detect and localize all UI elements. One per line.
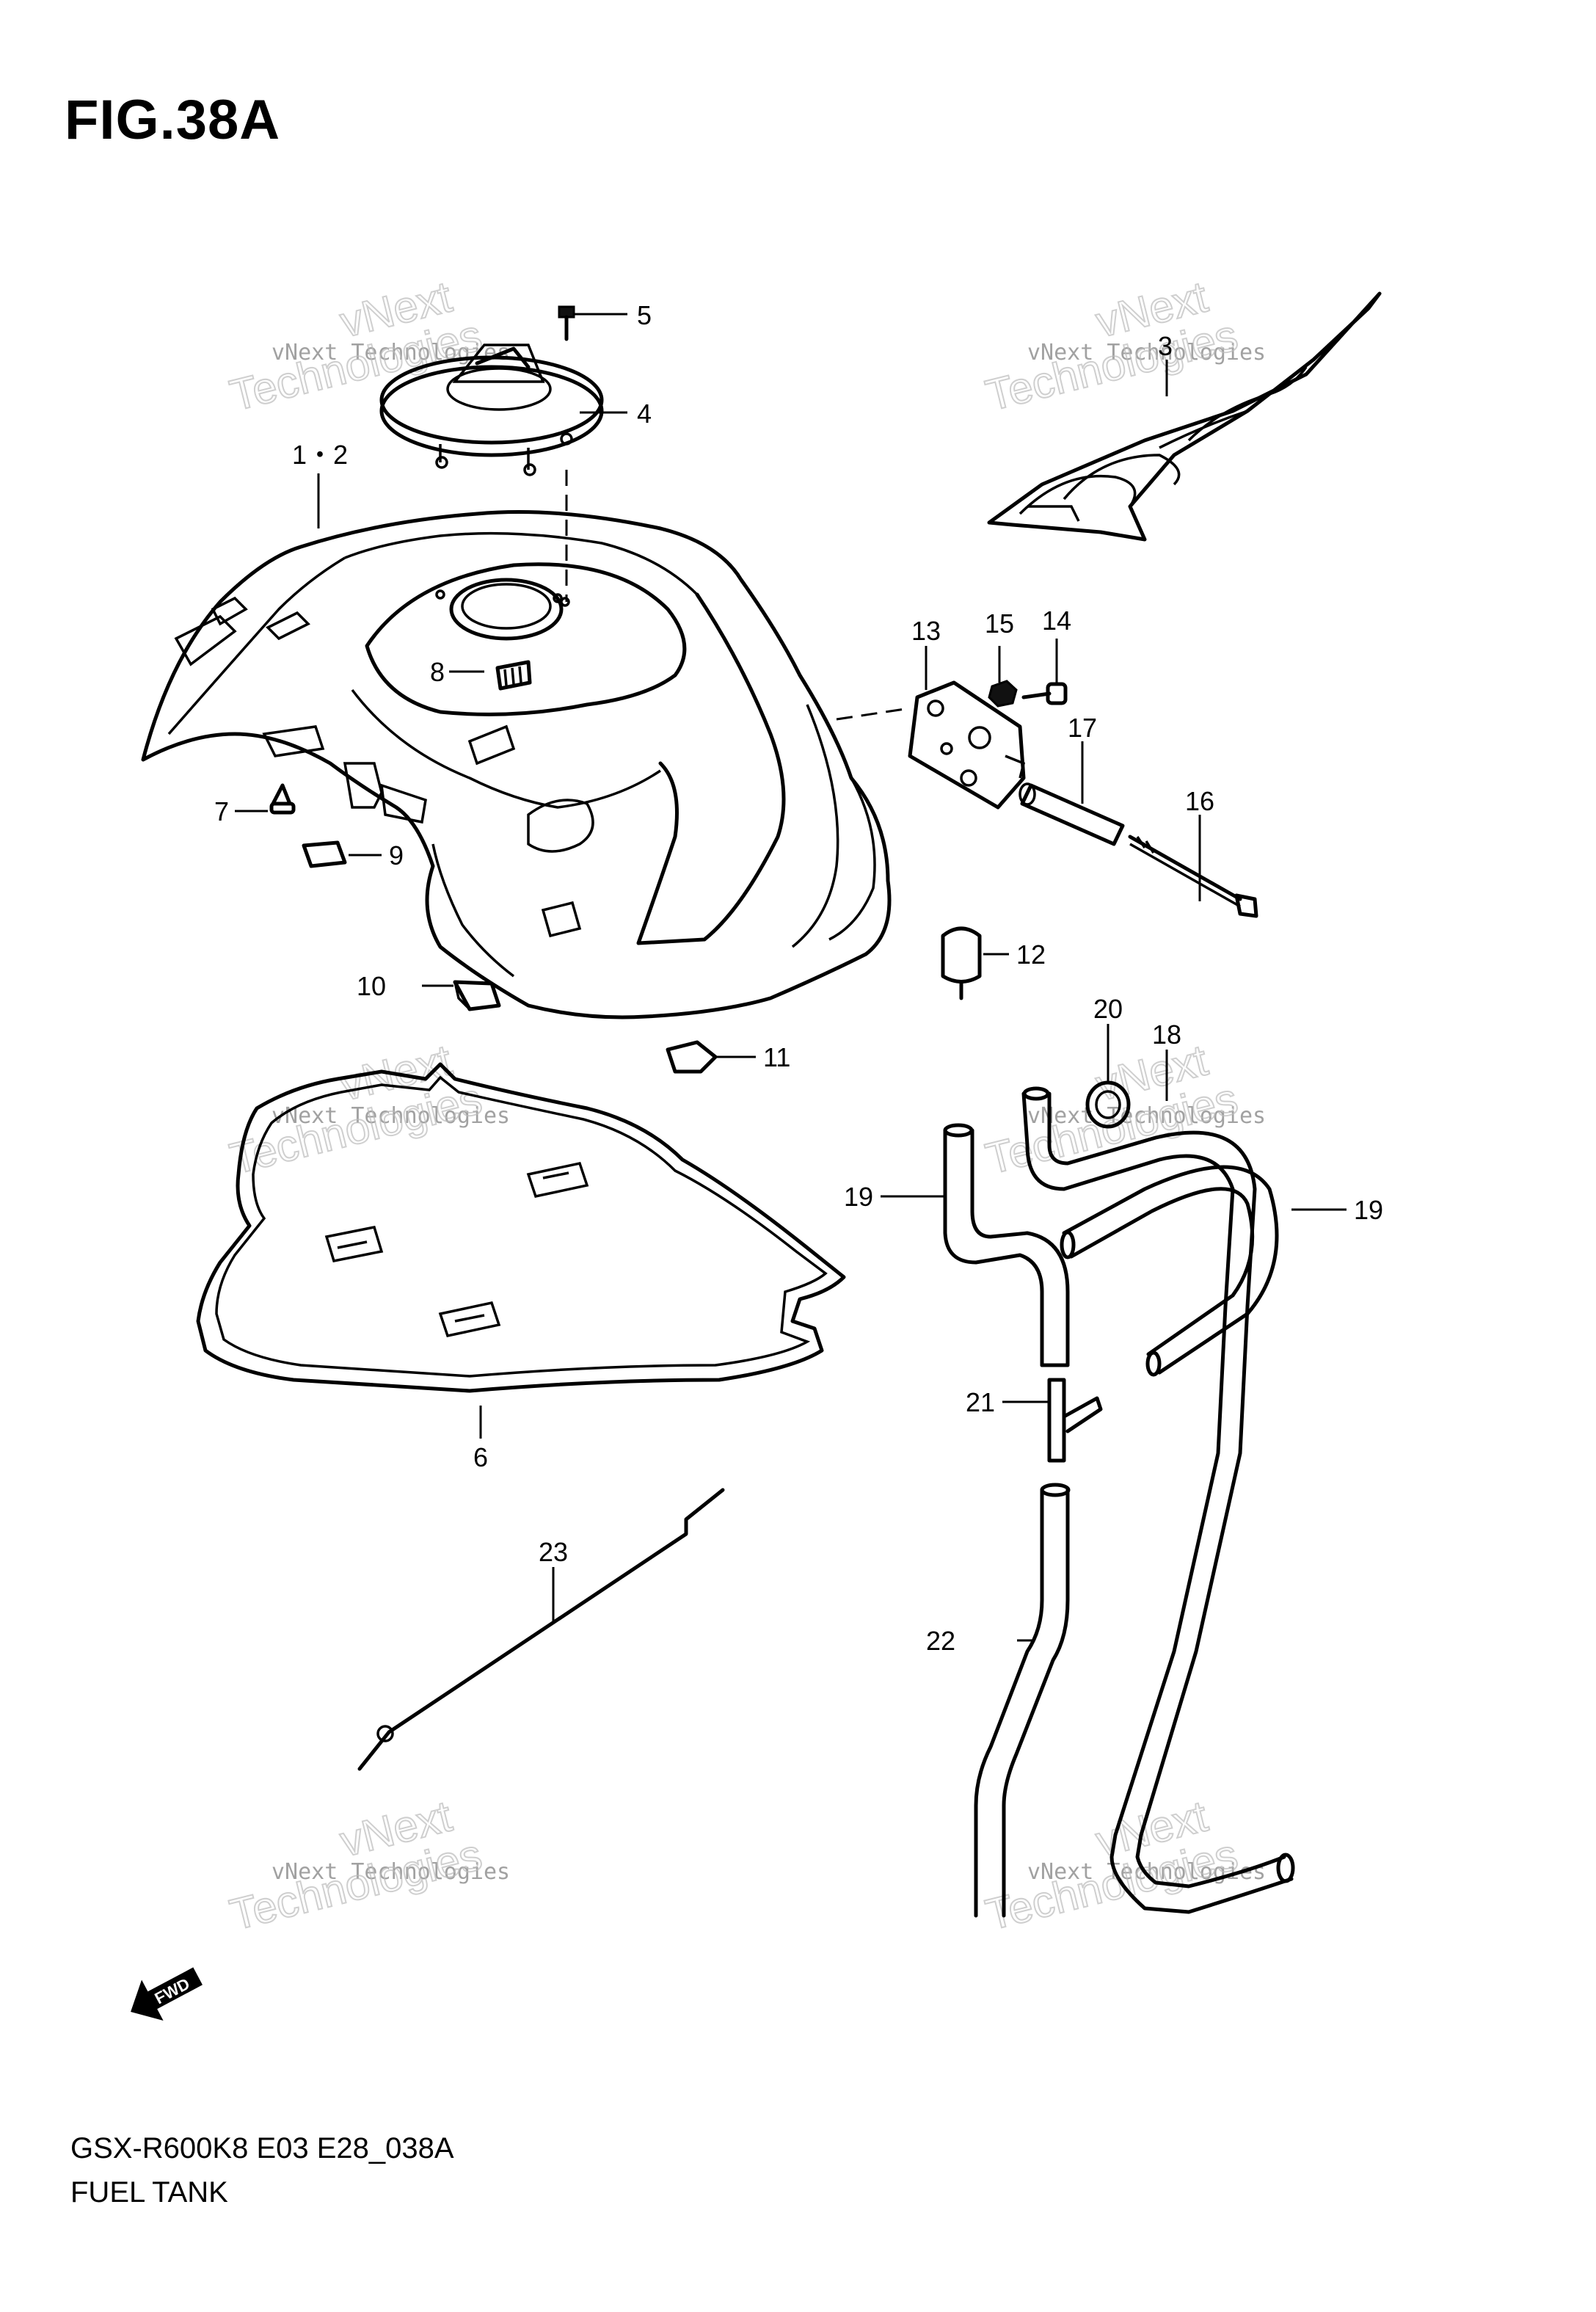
part-5-bolt <box>558 305 575 341</box>
watermarks: vNext Technologies Technologies vNext vN… <box>225 271 1266 1940</box>
callout-3: 3 <box>1158 331 1173 361</box>
part-19-hose-left <box>943 1123 1070 1367</box>
part-3-tank-pad <box>987 291 1382 542</box>
section-name: FUEL TANK <box>70 2176 228 2209</box>
callout-4: 4 <box>637 399 652 429</box>
part-6-tank-tray <box>196 1062 846 1393</box>
watermark-top-left: vNext Technologies Technologies vNext <box>225 271 510 421</box>
callout-9: 9 <box>389 840 404 870</box>
callout-12: 12 <box>1016 939 1046 970</box>
part-10-clip <box>453 980 501 1011</box>
bracket-alignment-line <box>836 707 911 721</box>
callout-21: 21 <box>966 1387 995 1417</box>
part-17-collar <box>1019 782 1125 846</box>
part-23-rod <box>357 1488 725 1771</box>
callout-5: 5 <box>637 300 652 330</box>
callout-13: 13 <box>911 616 941 646</box>
part-4-fuel-cap <box>379 343 604 476</box>
part-19-hose-right <box>1060 1165 1279 1377</box>
callout-labels: 5 4 1・2 3 8 13 15 14 17 16 7 9 12 10 11 … <box>214 300 1383 1656</box>
callout-14: 14 <box>1042 606 1071 636</box>
callout-16: 16 <box>1185 786 1214 816</box>
part-18-hose <box>1021 1086 1295 1914</box>
callout-7: 7 <box>214 796 229 826</box>
part-11-cushion <box>666 1040 718 1074</box>
part-16-long-bolt <box>1128 835 1258 918</box>
callout-20: 20 <box>1093 994 1123 1024</box>
callout-18: 18 <box>1152 1019 1181 1050</box>
callout-23: 23 <box>539 1537 568 1567</box>
svg-text:vNext Technologies: vNext Technologies <box>1027 340 1266 366</box>
watermark-top-right: vNext Technologies Technologies vNext <box>980 271 1266 421</box>
part-15-nut <box>988 680 1018 708</box>
part-1-2-fuel-tank <box>141 510 892 1019</box>
part-22-drain-hose <box>974 1483 1071 1918</box>
callout-19-left: 19 <box>844 1182 873 1212</box>
watermark-bottom-left: vNext Technologies Technologies vNext <box>225 1790 510 1940</box>
callout-17: 17 <box>1068 713 1097 743</box>
part-7-screw <box>269 783 296 815</box>
part-14-bolt <box>1021 682 1068 705</box>
part-13-bracket <box>908 680 1026 810</box>
svg-text:vNext Technologies: vNext Technologies <box>1027 1103 1266 1129</box>
part-21-t-joint <box>1047 1378 1103 1463</box>
svg-text:vNext Technologies: vNext Technologies <box>272 1859 510 1885</box>
callout-1-2: 1・2 <box>292 440 348 470</box>
callout-15: 15 <box>985 608 1014 639</box>
part-8-label <box>495 660 532 691</box>
leader-lines <box>235 313 1347 1642</box>
callout-8: 8 <box>430 657 445 687</box>
callout-19-right: 19 <box>1354 1195 1383 1225</box>
callout-6: 6 <box>473 1442 488 1472</box>
watermark-mid-left: vNext Technologies Technologies vNext <box>225 1034 510 1184</box>
fwd-arrow-icon: FWD <box>131 1967 203 2021</box>
callout-10: 10 <box>357 971 386 1001</box>
figure-title: FIG.38A <box>65 89 281 151</box>
callout-11: 11 <box>763 1042 790 1072</box>
callout-22: 22 <box>926 1626 955 1656</box>
part-9-pad <box>302 840 347 868</box>
part-12-valve <box>941 926 982 1000</box>
svg-text:vNext Technologies: vNext Technologies <box>272 1103 510 1129</box>
model-code: GSX-R600K8 E03 E28_038A <box>70 2132 454 2164</box>
